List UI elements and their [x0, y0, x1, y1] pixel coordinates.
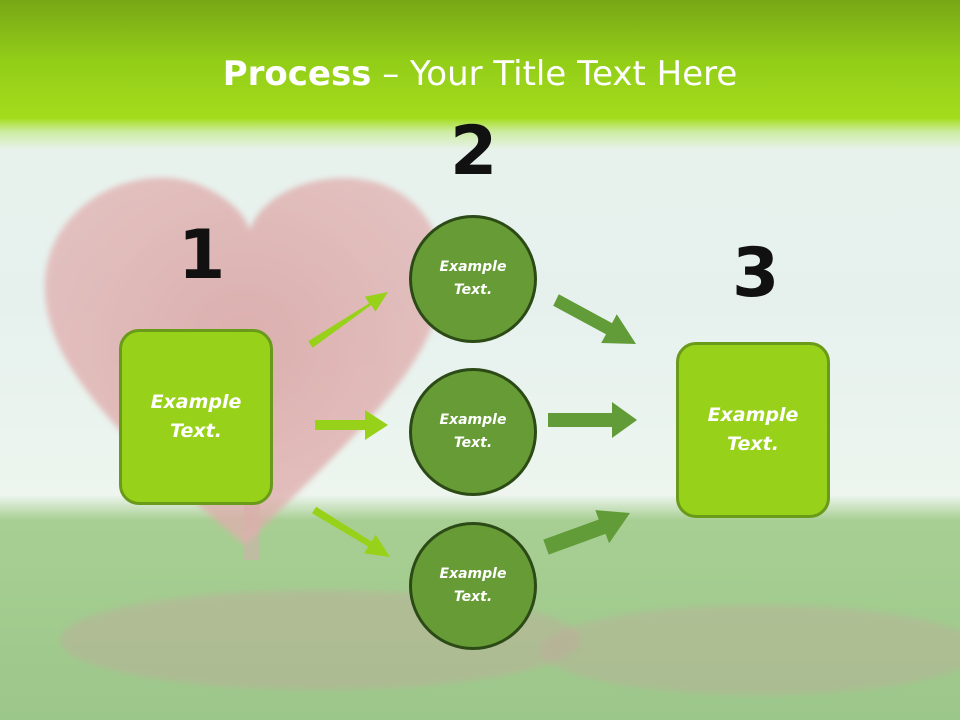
- arrow-box1-to-circle1: [308, 292, 388, 348]
- process-circle-2[interactable]: Example Text.: [409, 368, 537, 496]
- process-circle-3[interactable]: Example Text.: [409, 522, 537, 650]
- process-box-2-text: Example Text.: [707, 404, 799, 455]
- arrow-circle2-to-box2: [548, 402, 637, 438]
- step-number-1: 1: [178, 216, 226, 295]
- arrow-circle3-to-box2: [543, 510, 630, 555]
- title-rest: – Your Title Text Here: [371, 54, 738, 94]
- step-number-3: 3: [732, 234, 780, 313]
- arrow-circle1-to-box2: [553, 294, 636, 344]
- arrow-box1-to-circle2: [315, 410, 388, 440]
- process-circle-1-text: Example Text.: [439, 259, 507, 298]
- process-box-1-text: Example Text.: [150, 391, 242, 442]
- step-number-2: 2: [450, 112, 498, 191]
- process-box-1[interactable]: Example Text.: [119, 329, 273, 505]
- title-bold: Process: [222, 54, 372, 94]
- header-band: [0, 0, 960, 150]
- arrow-box1-to-circle3: [312, 506, 390, 557]
- slide-title[interactable]: Process – Your Title Text Here: [0, 52, 960, 96]
- process-box-2[interactable]: Example Text.: [676, 342, 830, 518]
- process-circle-1[interactable]: Example Text.: [409, 215, 537, 343]
- process-circle-3-text: Example Text.: [439, 566, 507, 605]
- process-circle-2-text: Example Text.: [439, 412, 507, 451]
